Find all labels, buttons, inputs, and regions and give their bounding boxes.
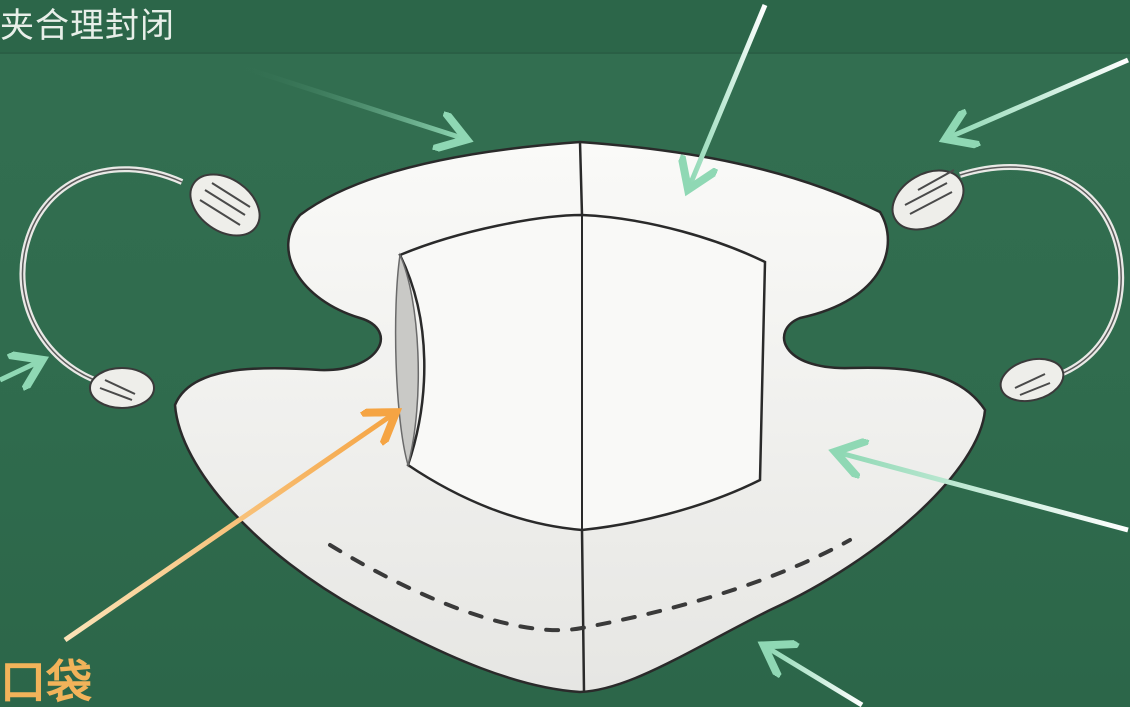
mask-body [175, 142, 985, 692]
arrow-nose-clip [235, 65, 462, 138]
arrow-bottom-edge [768, 648, 862, 705]
arrow-left-earloop [0, 362, 38, 380]
arrow-right-earloop [950, 60, 1128, 137]
caption-pocket: 口袋 [0, 656, 92, 707]
arrow-top-center [690, 5, 765, 185]
